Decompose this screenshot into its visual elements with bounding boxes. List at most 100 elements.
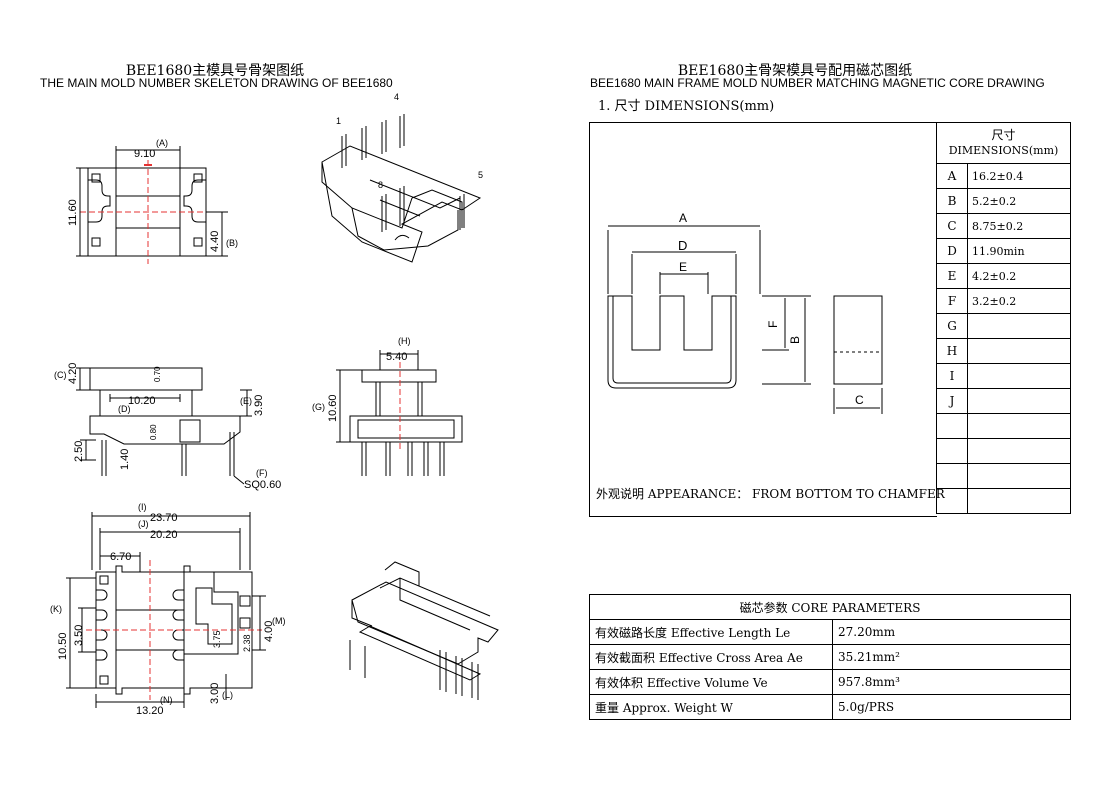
- dimension-row-label: C: [936, 213, 968, 239]
- core-parameters-table: 磁芯参数 CORE PARAMETERS 有效磁路长度 Effective Le…: [589, 594, 1071, 720]
- dim-375-value: 3.75: [212, 630, 222, 648]
- dim-j-value: 20.20: [150, 529, 178, 541]
- core-parameter-value: 5.0g/PRS: [832, 694, 1071, 720]
- iso-view-top: [321, 114, 482, 263]
- dim-j-tag: (J): [138, 519, 149, 529]
- dimension-table-header: 尺寸 DIMENSIONS(mm): [936, 122, 1071, 164]
- pin-5-label: 5: [478, 170, 483, 180]
- dim-i-tag: (I): [138, 502, 147, 512]
- dimension-row-label: [936, 438, 968, 464]
- dim-e-tag: (E): [240, 396, 252, 406]
- appearance-note: 外观说明 APPEARANCE： FROM BOTTOM TO CHAMFER: [596, 487, 945, 501]
- front-view: [336, 350, 463, 476]
- dim-c-value: 4.20: [67, 363, 79, 384]
- dimension-row-value: [967, 413, 1071, 439]
- dim-k-value: 10.50: [57, 632, 69, 660]
- dim-140-value: 1.40: [119, 449, 131, 470]
- dimension-row-label: [936, 463, 968, 489]
- dimension-row-label: A: [936, 163, 968, 189]
- dim-d-tag: (D): [118, 404, 131, 414]
- pin-4-label: 4: [394, 92, 399, 102]
- dimension-row-label: [936, 488, 968, 514]
- dim-238-value: 2.38: [242, 634, 252, 652]
- iso-view-bottom: [349, 561, 499, 700]
- dimension-row-value: [967, 438, 1071, 464]
- dimension-row-value: [967, 488, 1071, 514]
- core-parameter-value: 35.21mm²: [832, 644, 1071, 670]
- dim-670-value: 6.70: [110, 551, 131, 563]
- dimension-row-value: [967, 363, 1071, 389]
- dim-350-value: 3.50: [73, 625, 85, 646]
- dimension-row-label: F: [936, 288, 968, 314]
- pin-1-label: 1: [336, 116, 341, 126]
- core-label-f: F: [766, 321, 780, 328]
- dimension-row: [936, 488, 1071, 514]
- side-view: [76, 367, 252, 485]
- dim-070-value: 0.70: [153, 366, 162, 382]
- dimension-header-en: DIMENSIONS(mm): [948, 144, 1059, 157]
- dim-l-tag: (L): [222, 690, 233, 700]
- dim-d-value: 10.20: [128, 395, 156, 407]
- core-label-a: A: [679, 211, 687, 225]
- core-label-d: D: [678, 238, 687, 253]
- dimension-row-value: 8.75±0.2: [967, 213, 1071, 239]
- dimension-row: G: [936, 313, 1071, 339]
- dimension-row-label: B: [936, 188, 968, 214]
- dimension-row-value: 4.2±0.2: [967, 263, 1071, 289]
- core-parameter-name: 有效体积 Effective Volume Ve: [589, 669, 833, 695]
- dimension-row: [936, 438, 1071, 464]
- dimension-row: [936, 413, 1071, 439]
- core-label-c: C: [855, 393, 864, 407]
- dimension-row-value: [967, 338, 1071, 364]
- dimension-row-label: H: [936, 338, 968, 364]
- dimension-row: J: [936, 388, 1071, 414]
- dimension-header-cn: 尺寸: [991, 128, 1016, 142]
- core-parameters-title: 磁芯参数 CORE PARAMETERS: [589, 594, 1071, 620]
- core-parameter-value: 27.20mm: [832, 619, 1071, 645]
- dim-h-tag: (H): [398, 336, 411, 346]
- left-title-cn: BEE1680主模具号骨架图纸: [125, 63, 305, 79]
- core-parameter-name: 有效截面积 Effective Cross Area Ae: [589, 644, 833, 670]
- core-label-b: B: [788, 336, 802, 344]
- dimension-row-value: [967, 313, 1071, 339]
- dimension-row: I: [936, 363, 1071, 389]
- core-drawing: A D E F B C: [607, 211, 883, 414]
- dim-n-tag: (N): [160, 695, 173, 705]
- pin-sq-value: SQ0.60: [244, 479, 281, 491]
- skeleton-drawing: 1 4 5 8 9.10 (A) 11.60 4.40 (B) (C) 4.20…: [50, 92, 499, 717]
- dimension-row-label: G: [936, 313, 968, 339]
- dim-g-tag: (G): [312, 402, 325, 412]
- dimension-row-value: 3.2±0.2: [967, 288, 1071, 314]
- dim-i-value: 23.70: [150, 512, 178, 524]
- dim-l-value: 3.00: [209, 683, 221, 704]
- dim-k-tag: (K): [50, 604, 62, 614]
- dim-h-value: 5.40: [386, 351, 407, 363]
- dimension-row: [936, 463, 1071, 489]
- dimensions-section-heading: 1. 尺寸 DIMENSIONS(mm): [598, 99, 775, 114]
- dim-080-value: 0.80: [149, 424, 158, 440]
- core-parameter-value: 957.8mm³: [832, 669, 1071, 695]
- dim-g-value: 10.60: [327, 394, 339, 422]
- right-title-cn: BEE1680主骨架模具号配用磁芯图纸: [677, 63, 913, 79]
- dim-a-value: 9.10: [134, 148, 155, 160]
- pin-8-label: 8: [378, 180, 383, 190]
- dim-e-value: 3.90: [253, 395, 265, 416]
- dimension-row-value: 5.2±0.2: [967, 188, 1071, 214]
- bottom-view: [66, 512, 266, 708]
- top-view: [76, 146, 228, 264]
- dimension-row-label: [936, 413, 968, 439]
- dimension-row-value: 11.90min: [967, 238, 1071, 264]
- dim-b-value: 4.40: [209, 231, 221, 252]
- dim-250-value: 2.50: [73, 441, 85, 462]
- dim-b-tag: (B): [226, 238, 238, 248]
- dimension-row-value: 16.2±0.4: [967, 163, 1071, 189]
